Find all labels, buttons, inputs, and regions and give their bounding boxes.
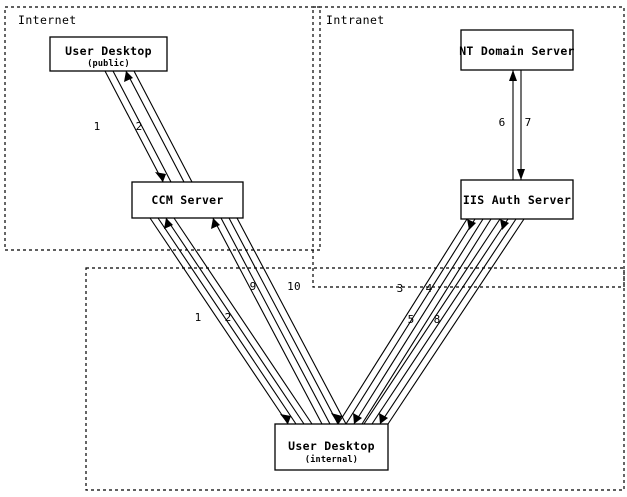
flow-line-9-ccm-internal: [211, 217, 331, 425]
step-label-1-public: 1: [94, 120, 101, 133]
node-iis-auth-server[interactable]: IIS Auth Server: [460, 179, 574, 220]
flow-line-5-iis-internal: [363, 218, 509, 425]
zone-internal-boundary: [85, 267, 625, 491]
flow-line-8-internal-iis: [379, 218, 525, 425]
arrow-head-internal-10: [331, 413, 342, 424]
arrow-head-internal-1: [280, 414, 291, 424]
flow-lines-group: [104, 70, 525, 425]
step-label-2-public: 2: [136, 120, 143, 133]
step-label-3: 3: [397, 282, 404, 295]
zone-intranet-boundary: [312, 6, 625, 288]
arrow-head-internal-4: [353, 413, 362, 424]
step-labels-group: 1 2 1 2 3 4 5 8 6 7 9 10: [94, 116, 532, 326]
arrow-head-ccm-from-internal: [164, 218, 173, 229]
zone-internet-boundary: [4, 6, 321, 251]
zone-group: [4, 6, 625, 491]
node-label-iis-auth-server: IIS Auth Server: [463, 193, 571, 207]
arrow-head-nt-domain: [509, 70, 517, 81]
node-label-user-desktop-internal: User Desktop: [288, 439, 375, 453]
step-label-6: 6: [499, 116, 506, 129]
step-label-9: 9: [250, 280, 257, 293]
node-sublabel-user-desktop-internal: (internal): [305, 454, 358, 465]
arrow-head-ccm-9: [211, 218, 220, 229]
arrow-head-iis-3: [467, 219, 476, 230]
flow-line-6-iis-to-nt: [509, 70, 517, 180]
nodes-group: User Desktop (public) CCM Server NT Doma…: [49, 29, 575, 471]
flow-line-2-internal-to-ccm: [164, 217, 313, 425]
step-label-1-internal: 1: [195, 311, 202, 324]
flow-line-1-public-to-ccm: [104, 70, 172, 183]
arrow-head-iis-auth: [517, 169, 525, 180]
arrow-head-internal-8: [379, 413, 388, 424]
node-user-desktop-internal[interactable]: User Desktop (internal): [274, 423, 389, 471]
step-label-5: 5: [408, 313, 415, 326]
flow-line-1-ccm-to-internal: [149, 217, 297, 425]
arrow-head-iis-5: [500, 219, 509, 230]
flow-line-7-nt-to-iis: [517, 70, 525, 180]
node-sublabel-user-desktop-public: (public): [87, 58, 130, 69]
node-label-ccm-server: CCM Server: [151, 193, 223, 207]
node-label-user-desktop-public: User Desktop: [65, 44, 152, 58]
arrow-head-to-ccm: [155, 172, 166, 182]
step-label-8: 8: [434, 313, 441, 326]
step-label-10: 10: [287, 280, 301, 293]
step-label-2-internal: 2: [225, 311, 232, 324]
node-label-nt-domain-server: NT Domain Server: [459, 44, 575, 58]
flow-line-4-internal-iis: [353, 218, 492, 425]
zone-label-internet: Internet: [18, 13, 77, 27]
node-ccm-server[interactable]: CCM Server: [131, 181, 244, 219]
arrow-head-to-public-desktop: [124, 71, 133, 82]
step-label-7: 7: [525, 116, 532, 129]
node-user-desktop-public[interactable]: User Desktop (public): [49, 36, 168, 72]
flow-line-3-iis-internal: [337, 218, 476, 425]
flow-line-10-internal-ccm: [228, 217, 347, 425]
zone-label-intranet: Intranet: [326, 13, 385, 27]
step-label-4: 4: [426, 282, 433, 295]
flow-line-2-ccm-to-public: [124, 70, 193, 183]
node-nt-domain-server[interactable]: NT Domain Server: [459, 29, 575, 71]
